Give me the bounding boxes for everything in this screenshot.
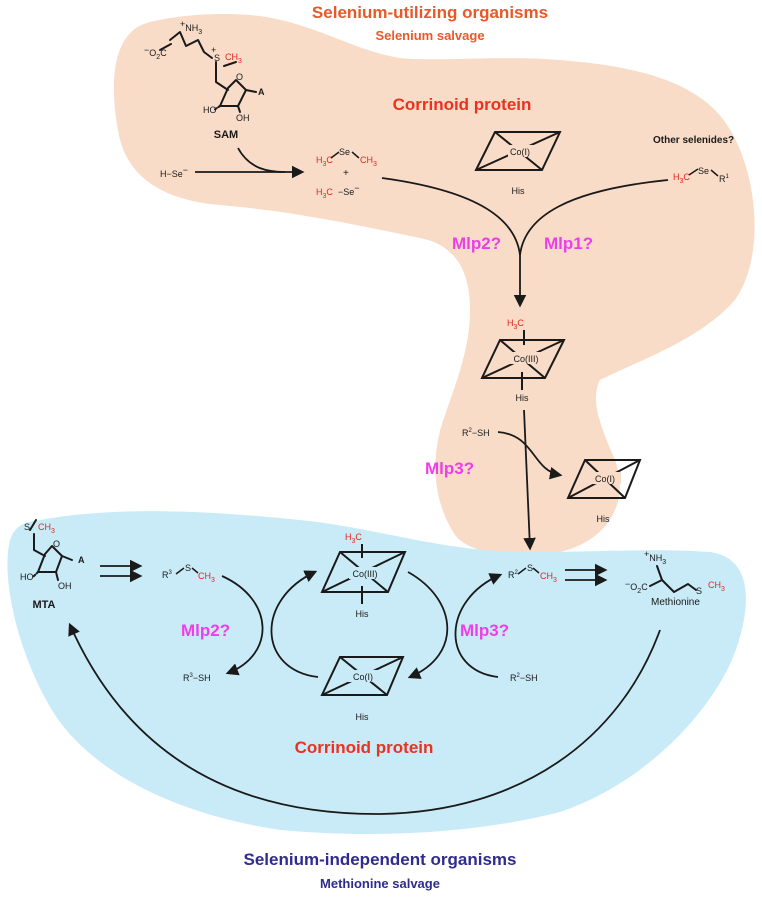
sam-input-curve	[237, 147, 286, 173]
top-co-iii-label-bg	[510, 352, 542, 364]
top-his-1: His	[512, 186, 525, 196]
left-cycle-up-curve	[270, 570, 319, 678]
r2-ch3: CH3	[540, 571, 557, 584]
top-subtitle: Selenium salvage	[375, 28, 484, 43]
methionine-name: Methionine	[651, 597, 700, 608]
bottom-r2-sh: R2−SH	[510, 673, 538, 683]
methyl-r1-r: R1	[719, 174, 730, 184]
sam-oh: OH	[236, 113, 250, 123]
sam-structure	[159, 31, 257, 113]
dimethylselenide-ch3: CH3	[360, 155, 377, 168]
methyl-r1-se: Se	[698, 166, 709, 176]
mta-oh: OH	[58, 581, 72, 591]
top-co-i-2: Co(I)	[595, 474, 615, 484]
methionine-s: S	[696, 586, 702, 596]
bottom-corrinoid-title: Corrinoid protein	[295, 738, 434, 757]
top-co-i-2-label-bg	[591, 472, 621, 484]
top-mlp2: Mlp2?	[452, 234, 501, 253]
r3-s: S	[185, 563, 191, 573]
top-co-i: Co(I)	[510, 147, 530, 157]
sam-carboxylate: −O2C	[144, 45, 167, 61]
dimethylselenide: H3C	[316, 155, 333, 168]
sam-sulfonium: S+	[211, 45, 220, 63]
sam-ring-o: O	[236, 72, 243, 82]
r3-bonds	[175, 567, 199, 575]
bottom-subtitle: Methionine salvage	[320, 876, 440, 891]
right-converging-curve	[519, 179, 669, 256]
top-co-i-label-bg	[508, 145, 538, 157]
sam-plus-nh3: +NH3	[180, 19, 202, 36]
r2-bonds	[517, 567, 540, 575]
left-converging-curve	[381, 177, 521, 256]
mta-adenine: A	[78, 555, 85, 565]
sam-ho: HO	[203, 105, 217, 115]
bottom-his-bottom: His	[356, 712, 369, 722]
top-co-iii: Co(III)	[513, 354, 538, 364]
top-r2-sh: R2−SH	[462, 428, 490, 438]
sam-name: SAM	[214, 129, 238, 141]
bottom-co-iii: Co(III)	[352, 569, 377, 579]
bottom-co-i: Co(I)	[353, 672, 373, 682]
methyl-r1-selenide: H3C	[673, 172, 690, 185]
sam-adenine: A	[258, 87, 265, 97]
mta-ring-o: O	[53, 539, 60, 549]
right-cycle-down-curve	[407, 571, 449, 679]
left-cycle-down-curve	[221, 575, 264, 676]
methyl-r1-bonds	[688, 168, 719, 177]
top-mlp1: Mlp1?	[544, 234, 593, 253]
mta-name: MTA	[32, 599, 55, 611]
top-mlp3: Mlp3?	[425, 459, 474, 478]
r3-methyl: R3	[162, 570, 173, 580]
r2-methyl: R2	[508, 570, 519, 580]
down-arrow-to-bottom	[523, 409, 536, 551]
right-cycle-up-curve	[454, 573, 503, 678]
selenium-salvage-region	[113, 13, 755, 556]
top-methyl-co-label: H3C	[507, 318, 524, 331]
methylselenide-se: −Se−	[338, 183, 360, 197]
plus-sign: +	[343, 168, 349, 179]
mta-methyl: CH3	[38, 522, 55, 535]
bottom-co-i-label-bg	[348, 670, 378, 682]
methionine-ch3: CH3	[708, 580, 725, 593]
hydrogen-selenide: H−Se−	[160, 165, 188, 179]
r3-ch3: CH3	[198, 571, 215, 584]
top-his-2: His	[516, 393, 529, 403]
bottom-r3-sh: R3−SH	[183, 673, 211, 683]
dimethylselenide-se: Se	[339, 147, 350, 157]
r2-s: S	[527, 563, 533, 573]
mta-s: S	[24, 522, 30, 532]
bottom-mlp3: Mlp3?	[460, 621, 509, 640]
methionine-structure	[649, 565, 697, 593]
methionine-nh3: +NH3	[644, 549, 666, 566]
methylselenide: H3C	[316, 187, 333, 200]
bottom-title: Selenium-independent organisms	[244, 850, 517, 869]
sam-methyl: CH3	[225, 52, 242, 65]
bottom-co-iii-label-bg	[349, 567, 381, 579]
dimethylselenide-bonds	[330, 151, 360, 159]
bottom-his-top: His	[356, 609, 369, 619]
methionine-carboxylate: −O2C	[625, 579, 648, 595]
other-selenides: Other selenides?	[653, 135, 734, 146]
mta-ho: HO	[20, 572, 34, 582]
top-title: Selenium-utilizing organisms	[312, 3, 548, 22]
bottom-methyl-co-label: H3C	[345, 532, 362, 545]
mta-structure	[29, 519, 73, 581]
r2sh-curve	[497, 431, 563, 480]
bottom-mlp2: Mlp2?	[181, 621, 230, 640]
top-his-3: His	[597, 514, 610, 524]
top-corrinoid-title: Corrinoid protein	[393, 95, 532, 114]
methionine-to-mta-arc	[68, 622, 661, 815]
